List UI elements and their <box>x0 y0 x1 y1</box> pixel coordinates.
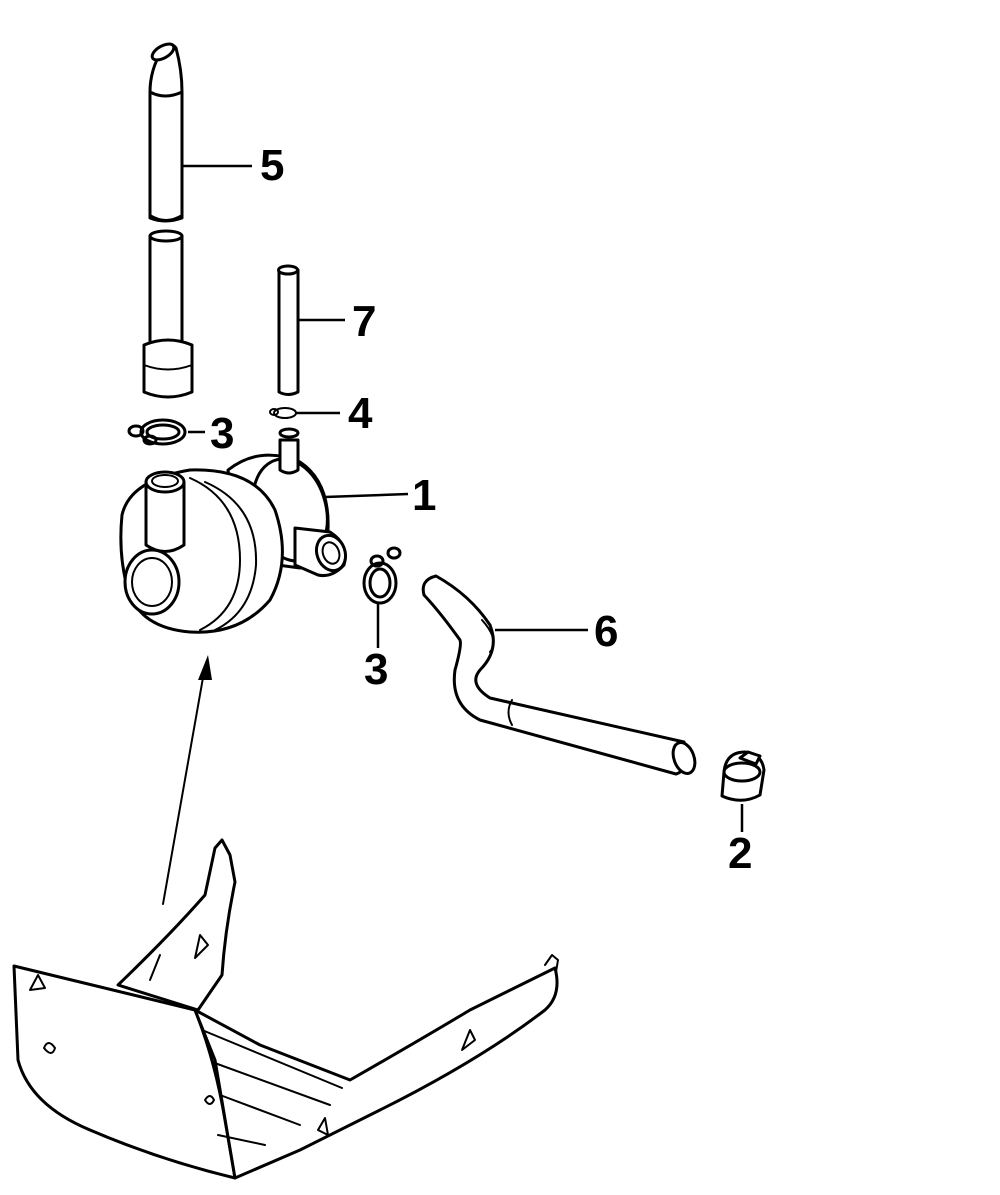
callout-3-lower: 3 <box>364 645 388 694</box>
frame-base-assembly <box>12 838 559 1180</box>
callout-7: 7 <box>352 297 376 346</box>
small-clip-part-4 <box>269 407 297 419</box>
lower-tube-part-5 <box>142 229 194 399</box>
small-tube-part-7 <box>277 264 300 396</box>
callout-3-upper: 3 <box>210 409 234 458</box>
mounting-arrow <box>162 655 212 905</box>
clip-ring-part-3-right <box>362 546 402 605</box>
callout-4: 4 <box>348 389 373 438</box>
callout-5: 5 <box>260 141 284 190</box>
curved-hose-part-6 <box>421 574 697 776</box>
hose-clamp-part-2 <box>720 750 766 802</box>
leader-lines <box>182 164 744 832</box>
callout-2: 2 <box>728 829 752 878</box>
pump-housing-part-1 <box>119 427 348 634</box>
callout-1: 1 <box>412 471 436 520</box>
clip-ring-part-3-upper <box>127 418 187 446</box>
callout-6: 6 <box>594 607 618 656</box>
upper-tube-part-5 <box>148 42 184 223</box>
